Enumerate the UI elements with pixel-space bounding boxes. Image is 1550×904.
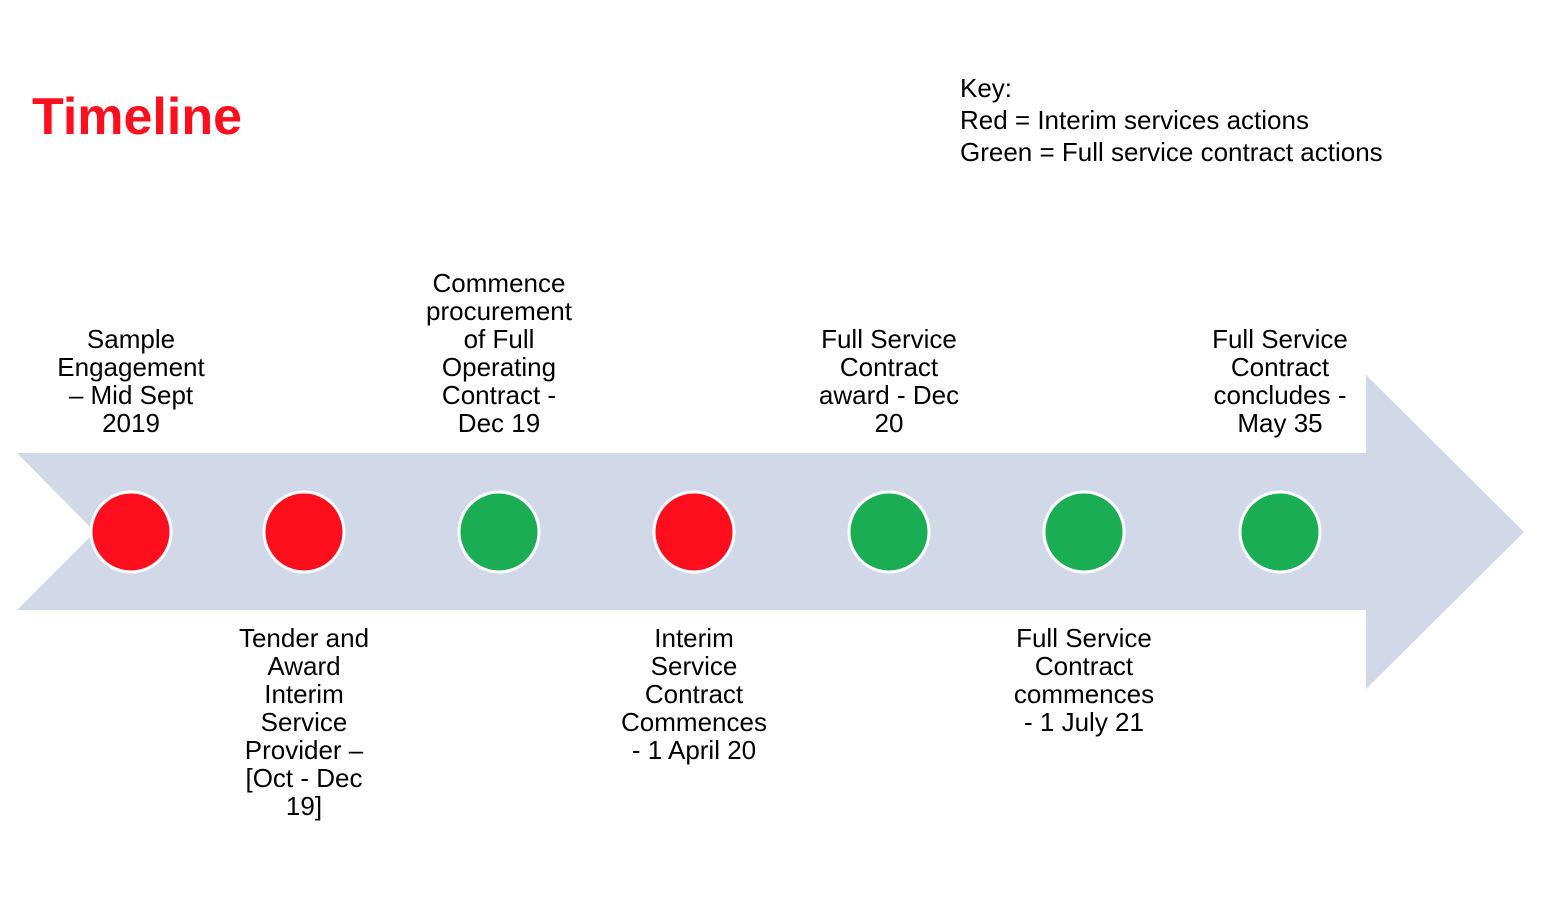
milestone-label-4: Interim Service Contract Commences - 1 A… (621, 623, 767, 765)
milestone-label-5: Full Service Contract award - Dec 20 (818, 324, 960, 438)
milestone-marker-4 (652, 490, 736, 574)
milestone-marker-5 (847, 490, 931, 574)
milestone-label-1: Sample Engagement – Mid Sept 2019 (57, 324, 205, 438)
milestone-marker-3 (457, 490, 541, 574)
milestone-label-3: Commence procurement of Full Operating C… (426, 268, 572, 438)
page-title: Timeline (32, 88, 243, 146)
milestone-label-2: Tender and Award Interim Service Provide… (238, 623, 370, 821)
milestone-marker-2 (262, 490, 346, 574)
milestone-label-6: Full Service Contract commences - 1 July… (1013, 623, 1155, 737)
milestone-marker-1 (89, 490, 173, 574)
legend-key: Key: Red = Interim services actions Gree… (960, 72, 1383, 168)
key-green-entry: Green = Full service contract actions (960, 137, 1383, 167)
milestone-marker-7 (1238, 490, 1322, 574)
key-heading: Key: (960, 73, 1013, 103)
milestone-label-7: Full Service Contract concludes - May 35 (1212, 324, 1348, 438)
timeline-arrow (17, 375, 1524, 689)
milestone-markers (89, 490, 1322, 574)
milestone-marker-6 (1042, 490, 1126, 574)
key-red-entry: Red = Interim services actions (960, 105, 1309, 135)
